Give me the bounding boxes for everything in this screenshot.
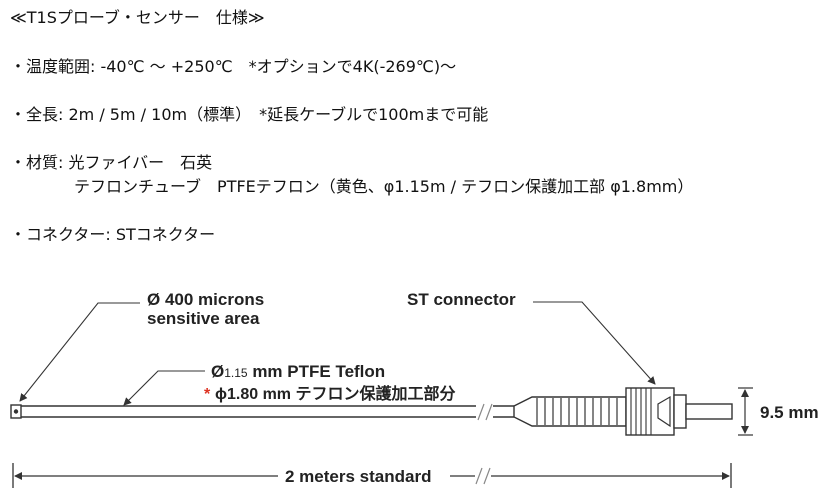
sensitive-tip-dot: [13, 409, 19, 414]
length-break-mark: [475, 467, 491, 485]
tube-break-mark: [477, 403, 493, 421]
sensitive-area-label-1: Ø 400 microns: [147, 290, 264, 309]
length-dimension: [12, 463, 732, 488]
spec-temperature: ・温度範囲: -40℃ ～ +250℃ *オプションで4K(-269℃)～: [10, 57, 457, 76]
spec-connector: ・コネクター: STコネクター: [10, 225, 216, 244]
length-label: 2 meters standard: [285, 467, 431, 486]
teflon-leader: [123, 370, 205, 406]
sensitive-area-leader: [19, 302, 140, 402]
spec-material: ・材質: 光ファイバー 石英: [10, 153, 213, 172]
height-label: 9.5 mm: [760, 403, 819, 422]
spec-material-tube: テフロンチューブ PTFEテフロン（黄色、φ1.15m / テフロン保護加工部 …: [10, 177, 694, 196]
probe-tube: [10, 403, 514, 421]
teflon-label: Ø1.15 mm PTFE Teflon: [211, 362, 385, 381]
protect-mark: *: [204, 386, 211, 403]
st-connector-drawing: [513, 387, 733, 436]
spec-title: ≪T1Sプローブ・センサー 仕様≫: [10, 8, 265, 27]
spec-length: ・全長: 2m / 5m / 10m（標準） *延長ケーブルで100mまで可能: [10, 105, 489, 124]
protect-label: ϕ1.80 mm テフロン保護加工部分: [215, 384, 455, 403]
sensitive-area-label-2: sensitive area: [147, 309, 260, 328]
connector-leader: [533, 301, 656, 385]
st-connector-label: ST connector: [407, 290, 516, 309]
height-dimension: [738, 387, 753, 436]
